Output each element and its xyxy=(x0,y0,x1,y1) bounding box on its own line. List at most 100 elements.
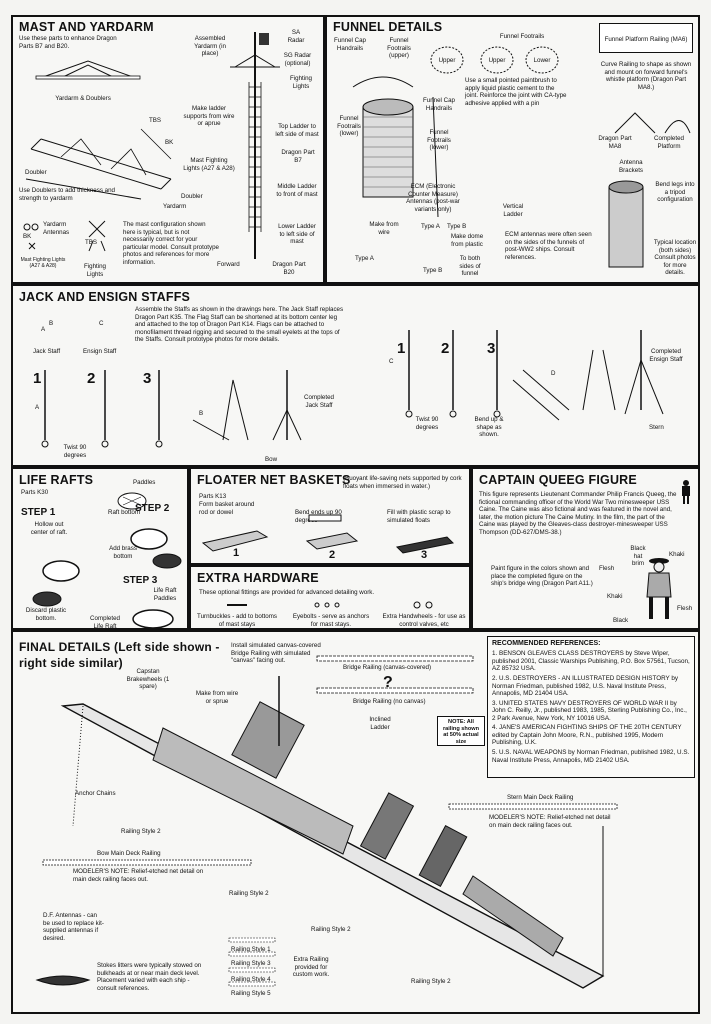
vertical-ladder-label: Vertical Ladder xyxy=(502,203,524,218)
modelers-note-2: MODELER'S NOTE: Relief-etched net detail… xyxy=(73,868,204,883)
railing-style-1: Railing Style 1 xyxy=(231,946,271,953)
rafts-title: LIFE RAFTS xyxy=(19,473,94,487)
funnel-footrails-lower-label-2: Funnel Footrails (lower) xyxy=(427,129,451,152)
upper-ring-label-1: Upper xyxy=(438,57,456,64)
sa-radar-label: SA Radar xyxy=(287,29,305,44)
railing-scale-text: NOTE: All railing shown at 50% actual si… xyxy=(442,719,480,746)
railing-style-2-a: Railing Style 2 xyxy=(121,828,161,835)
floater-step-3: 3 xyxy=(421,549,428,561)
dragon-ma8-label: Dragon Part MA8 xyxy=(598,135,632,150)
yardarm-assembly-drawing xyxy=(25,128,172,200)
railing-style-2-d: Railing Style 2 xyxy=(411,978,451,985)
platform-title: Funnel Platform Railing (MA6) xyxy=(604,36,688,43)
label-b: B xyxy=(49,320,54,327)
raft-step-1: STEP 1 xyxy=(21,507,56,518)
df-antennas-label: D.F. Antennas - can be used to replace k… xyxy=(43,912,104,942)
fill-label: Fill with plastic scrap to simulated flo… xyxy=(387,509,451,524)
dragon-b20-label: Dragon Part B20 xyxy=(272,261,306,276)
railing-scale-note: NOTE: All railing shown at 50% actual si… xyxy=(437,716,485,746)
use-doublers-label: Use Doublers to add thickness and streng… xyxy=(19,187,115,202)
khaki-label-1: Khaki xyxy=(669,551,685,558)
add-brass-label: Add brass bottom xyxy=(109,545,137,560)
label-a: A xyxy=(41,326,46,333)
capstan-label: Capstan Brakewheels (1 spare) xyxy=(126,668,170,691)
completed-platform-label: Completed Platform xyxy=(654,135,684,150)
rafts-part: Parts K30 xyxy=(21,489,49,496)
fighting-lights-label: Fighting Lights xyxy=(289,75,312,90)
jack-staff-steps-drawing xyxy=(41,370,302,448)
queeg-text: This figure represents Lieutenant Comman… xyxy=(479,491,677,536)
extra-railing-label: Extra Railing provided for custom work. xyxy=(292,956,330,979)
forward-label: Forward xyxy=(217,261,240,268)
doubler-label-2: Doubler xyxy=(181,193,203,200)
to-both-sides-label: To both sides of funnel xyxy=(459,255,481,278)
queeg-figure-small xyxy=(682,480,690,504)
queeg-title: CAPTAIN QUEEG FIGURE xyxy=(479,473,637,487)
hardware-icons xyxy=(227,601,433,609)
form-basket-label: Form basket around rod or dowel xyxy=(199,501,255,516)
stokes-litter-drawing xyxy=(35,975,91,986)
discard-label: Discard plastic bottom. xyxy=(25,607,67,622)
handwheels-label: Extra Handwheels - for use as control va… xyxy=(382,613,466,628)
life-raft-paddles-label: Life Raft Paddles xyxy=(153,587,177,602)
mast-fl-small-label: Mast Fighting Lights (A27 & A28) xyxy=(20,257,66,270)
assembled-yardarm-label: Assembled Yardarm (in place) xyxy=(194,35,226,58)
middle-ladder-label: Middle Ladder to front of mast xyxy=(276,183,318,198)
antenna-icons xyxy=(23,220,106,252)
floater-title: FLOATER NET BASKETS xyxy=(197,473,351,487)
staffs-title: JACK AND ENSIGN STAFFS xyxy=(19,290,191,304)
staff-c-label: C xyxy=(389,358,394,365)
khaki-label-2: Khaki xyxy=(607,593,623,600)
staff-a-label: A xyxy=(35,404,40,411)
final-details-panel: FINAL DETAILS (Left side shown - right s… xyxy=(11,630,700,1014)
inclined-ladder-label: Inclined Ladder xyxy=(369,716,391,731)
tbs-label: TBS xyxy=(149,117,162,124)
bridge-canvas-label: Bridge Railing (canvas-covered) xyxy=(343,664,432,671)
pin-note: Use a small pointed paintbrush to apply … xyxy=(465,77,567,107)
paint-note: Paint figure in the colors shown and pla… xyxy=(491,565,593,588)
floater-part: Parts K13 xyxy=(199,493,227,500)
canvas-note: Install simulated canvas-covered Bridge … xyxy=(231,642,321,665)
funnel-cap-handrails-label: Funnel Cap Handrails xyxy=(334,37,366,52)
raft-step-2: STEP 2 xyxy=(135,503,170,514)
mast-yardarm-panel: MAST AND YARDARM Use these parts to enha… xyxy=(11,15,325,284)
hardware-title: EXTRA HARDWARE xyxy=(197,571,319,585)
label-c: C xyxy=(99,320,104,327)
funnel-footrails-upper-label: Funnel Footrails (upper) xyxy=(387,37,411,60)
type-b-label-2: Type B xyxy=(423,267,443,274)
reference-item: 5. U.S. NAVAL WEAPONS by Norman Friedman… xyxy=(492,748,690,764)
floater-step-1: 1 xyxy=(233,547,240,559)
bow-label: Bow xyxy=(265,456,278,463)
hardware-panel: EXTRA HARDWARE These optional fittings a… xyxy=(189,565,471,630)
paddles-label: Paddles xyxy=(133,479,156,486)
lower-ladder-label: Lower Ladder to left side of mast xyxy=(278,223,316,246)
step-1-right: 1 xyxy=(397,340,406,357)
flesh-label-1: Flesh xyxy=(599,565,615,572)
platform-drawing xyxy=(614,112,691,134)
queeg-panel: CAPTAIN QUEEG FIGURE This figure represe… xyxy=(471,467,700,630)
dragon-b7-label: Dragon Part B7 xyxy=(281,149,315,164)
completed-ensign-label: Completed Ensign Staff xyxy=(649,348,683,363)
yardarm-antennas-label: Yardarm Antennas xyxy=(43,221,70,236)
funnel-details-panel: FUNNEL DETAILS Funnel Cap Handrails Funn… xyxy=(325,15,700,284)
mast-title: MAST AND YARDARM xyxy=(19,20,154,34)
railing-style-2-c: Railing Style 2 xyxy=(311,926,351,933)
twist-label-right: Twist 90 degrees xyxy=(415,416,439,431)
funnel-cap-handrails-label-2: Funnel Cap Handrails xyxy=(423,97,455,112)
bow-rail-label: Bow Main Deck Railing xyxy=(97,850,161,857)
jack-staff-label: Jack Staff xyxy=(33,348,61,355)
black-hat-label: Black hat brim xyxy=(630,545,646,568)
life-rafts-panel: LIFE RAFTS Parts K30 Paddles STEP 1 Holl… xyxy=(11,467,189,630)
funnel-title: FUNNEL DETAILS xyxy=(333,20,443,34)
make-from-wire-label: Make from wire xyxy=(369,221,399,236)
hollow-label: Hollow out center of raft. xyxy=(30,521,68,536)
completed-raft-label: Completed Life Raft xyxy=(90,615,120,630)
question-mark: ? xyxy=(383,674,393,691)
mast-drawing xyxy=(230,32,280,259)
funnel-footrails-header: Funnel Footrails xyxy=(499,33,545,40)
make-ladder-label: Make ladder supports from wire or aprue xyxy=(183,105,235,128)
ensign-staff-label: Ensign Staff xyxy=(83,348,117,355)
step-2-right: 2 xyxy=(441,340,450,357)
eyebolts-label: Eyebolts - serve as anchors for mast sta… xyxy=(292,613,370,628)
bk-small-label: BK xyxy=(23,233,32,240)
